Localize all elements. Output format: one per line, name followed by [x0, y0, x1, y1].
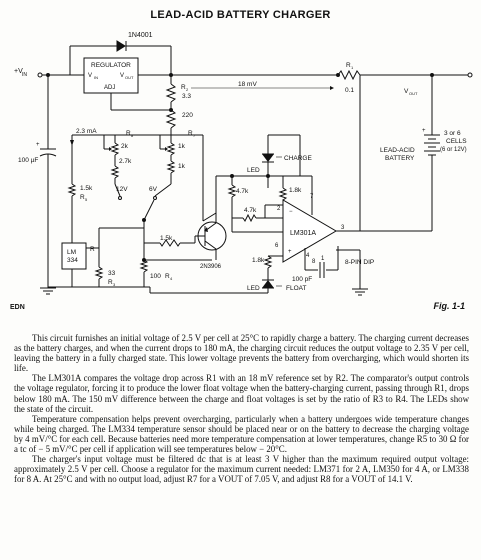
paragraph: The LM301A compares the voltage drop acr…: [14, 373, 469, 414]
temperature-sensor: 1.5k R 5 LM 334 R 33 R 3: [48, 179, 150, 288]
svg-text:R: R: [188, 130, 193, 137]
r1k-label: 1k: [178, 163, 186, 170]
adjust-network: 2.3 mA 2k R 8 2.7k 12V 1k: [70, 128, 204, 228]
svg-text:OUT: OUT: [409, 91, 418, 96]
r18k-b-label: 1.8k: [252, 257, 265, 264]
paragraph: This circuit furnishes an initial voltag…: [14, 333, 469, 374]
svg-text:2: 2: [277, 206, 281, 212]
svg-text:R: R: [126, 130, 131, 137]
v6-label: 6V: [149, 186, 158, 193]
diode-1n4001: 1N4001: [69, 32, 172, 75]
source-label: EDN: [10, 304, 25, 311]
current-label: 2.3 mA: [76, 128, 97, 135]
svg-text:R: R: [165, 273, 170, 280]
r2-chain: R 2 3.3 220 18 mV: [111, 75, 334, 135]
svg-text:+: +: [288, 249, 292, 255]
cap-in-label: 100 µF: [18, 157, 38, 164]
vin-label: +V: [14, 68, 23, 75]
svg-text:7: 7: [193, 133, 196, 138]
r220-label: 220: [182, 112, 193, 119]
svg-text:R: R: [181, 84, 186, 91]
figure-label: Fig. 1-1: [433, 301, 465, 311]
svg-text:1: 1: [351, 65, 354, 70]
svg-text:3: 3: [113, 282, 116, 287]
battery: + LEAD-ACID BATTERY 3 or 6 CELLS (6 or 1…: [360, 73, 467, 232]
cells-line1: 3 or 6: [444, 130, 461, 137]
battery-line2: BATTERY: [385, 155, 415, 162]
r1-value: 0.1: [345, 87, 354, 94]
svg-text:R: R: [90, 246, 95, 253]
diode-label: 1N4001: [128, 32, 153, 39]
led2-label: LED: [247, 285, 260, 292]
svg-text:−: −: [289, 209, 293, 215]
led1-label: LED: [247, 167, 260, 174]
paragraph: Temperature compensation helps prevent o…: [14, 413, 469, 455]
svg-text:V: V: [88, 73, 92, 79]
led-indicators: LED CHARGE 4.7k 4.7k 1.8k 1.8k: [149, 134, 312, 294]
vout-label: V: [404, 88, 409, 95]
paragraph: The charger's input voltage must be filt…: [14, 454, 469, 485]
svg-text:2: 2: [186, 87, 189, 92]
r8-value: 2k: [121, 143, 129, 150]
svg-text:+: +: [36, 142, 40, 148]
transistor-stage: 100 R 4 1.5k 2N3906: [98, 175, 283, 287]
opamp-lm301a: LM301A − + 7 2 6 3 4 8 1 100 pF 8-PIN DI…: [264, 75, 374, 296]
svg-text:R: R: [108, 279, 113, 286]
battery-line1: LEAD-ACID: [380, 147, 415, 154]
r47k-a-label: 4.7k: [236, 188, 249, 195]
figure-title: LEAD-ACID BATTERY CHARGER: [150, 9, 331, 21]
regulator: REGULATOR V IN V OUT ADJ: [83, 57, 171, 110]
r4-value: 100: [150, 273, 161, 280]
svg-text:OUT: OUT: [125, 75, 134, 80]
cap-100pf-label: 100 pF: [292, 276, 312, 283]
cells-line2: CELLS: [446, 138, 467, 145]
svg-text:4: 4: [170, 276, 173, 281]
input-capacitor: + 100 µF: [18, 73, 57, 295]
r7-value: 1k: [178, 143, 186, 150]
r2-value: 3.3: [182, 93, 191, 100]
transistor-label: 2N3906: [200, 264, 222, 270]
r18k-a-label: 1.8k: [289, 187, 302, 194]
svg-text:+: +: [422, 128, 426, 134]
body-text: This circuit furnishes an initial voltag…: [14, 333, 469, 484]
vin-sub: IN: [22, 72, 27, 78]
svg-text:R: R: [80, 194, 85, 201]
mv-label: 18 mV: [238, 81, 257, 88]
svg-text:8: 8: [131, 133, 134, 138]
r27k-label: 2.7k: [119, 158, 132, 165]
svg-text:IN: IN: [94, 75, 98, 80]
svg-text:V: V: [120, 73, 124, 79]
lm334-line1: LM: [67, 249, 76, 256]
float-label: FLOAT: [286, 285, 306, 292]
opamp-label: LM301A: [290, 230, 316, 237]
svg-text:4: 4: [306, 253, 310, 259]
r1-name: R: [346, 62, 351, 69]
svg-text:8: 8: [312, 259, 316, 265]
r5-value: 1.5k: [80, 185, 93, 192]
r3-value: 33: [108, 270, 116, 277]
svg-text:6: 6: [275, 243, 279, 249]
svg-text:1: 1: [321, 256, 325, 262]
lm334-line2: 334: [67, 257, 78, 264]
cells-line3: (6 or 12V): [440, 147, 467, 153]
r15k-label: 1.5k: [160, 235, 173, 242]
v12-label: 12V: [116, 186, 128, 193]
svg-text:3: 3: [341, 225, 345, 231]
regulator-label: REGULATOR: [91, 62, 131, 69]
charge-label: CHARGE: [284, 155, 312, 162]
output-rail: R 1 0.1 V OUT: [169, 62, 473, 96]
svg-text:ADJ: ADJ: [104, 85, 115, 91]
r47k-b-label: 4.7k: [244, 207, 257, 214]
schematic: +V IN 1N4001 REGULATOR V IN V OUT ADJ: [14, 32, 473, 296]
svg-text:5: 5: [85, 197, 88, 202]
